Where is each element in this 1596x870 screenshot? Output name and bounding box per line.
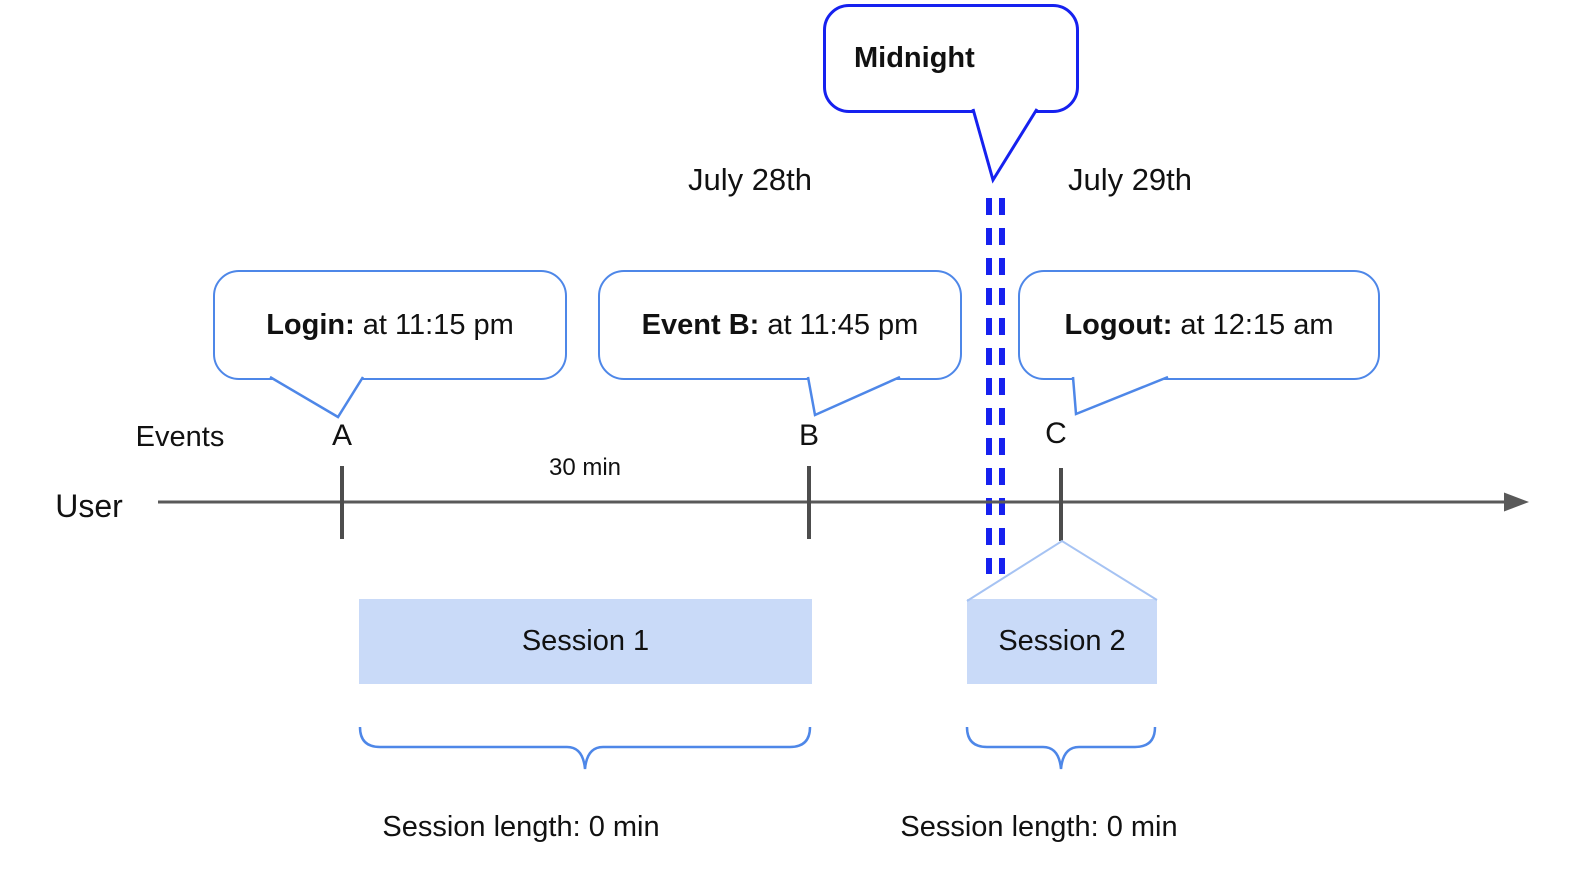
event-b-callout-bold: Event B: xyxy=(641,308,760,341)
date-label-july-29: July 29th xyxy=(1067,162,1193,197)
session-1-box: Session 1 xyxy=(359,599,812,684)
user-axis-label: User xyxy=(55,488,123,524)
event-marker-b: B xyxy=(798,419,819,452)
timeline-arrowhead xyxy=(1504,492,1529,512)
logout-callout-tail xyxy=(1071,375,1169,416)
events-axis-label: Events xyxy=(135,421,225,453)
session-1-label: Session 1 xyxy=(521,625,650,657)
session-2-brace xyxy=(965,726,1157,770)
session-2-length-label: Session length: 0 min xyxy=(900,811,1178,843)
event-b-callout-text: at 11:45 pm xyxy=(767,308,919,341)
login-callout-text: at 11:15 pm xyxy=(362,308,514,341)
session-2-box: Session 2 xyxy=(967,599,1157,684)
midnight-label: Midnight xyxy=(854,42,975,74)
login-callout-bubble: Login: at 11:15 pm xyxy=(213,270,567,380)
date-label-july-28: July 28th xyxy=(687,162,813,197)
login-callout-tail xyxy=(269,375,365,419)
interval-30min-label: 30 min xyxy=(548,454,622,481)
session-1-brace xyxy=(358,726,812,770)
event-b-callout-bubble: Event B: at 11:45 pm xyxy=(598,270,962,380)
logout-callout-text: at 12:15 am xyxy=(1180,308,1334,341)
session-2-label: Session 2 xyxy=(998,625,1126,657)
midnight-callout-tail xyxy=(971,108,1039,184)
event-marker-c: C xyxy=(1045,417,1067,450)
logout-callout-bold: Logout: xyxy=(1064,308,1173,341)
event-b-callout-tail xyxy=(806,375,901,417)
event-marker-a: A xyxy=(331,419,352,452)
logout-callout-bubble: Logout: at 12:15 am xyxy=(1018,270,1380,380)
midnight-callout-bubble: Midnight xyxy=(823,4,1079,113)
session-1-length-label: Session length: 0 min xyxy=(382,811,660,843)
session-2-connector-triangle xyxy=(966,539,1158,602)
login-callout-bold: Login: xyxy=(266,308,355,341)
